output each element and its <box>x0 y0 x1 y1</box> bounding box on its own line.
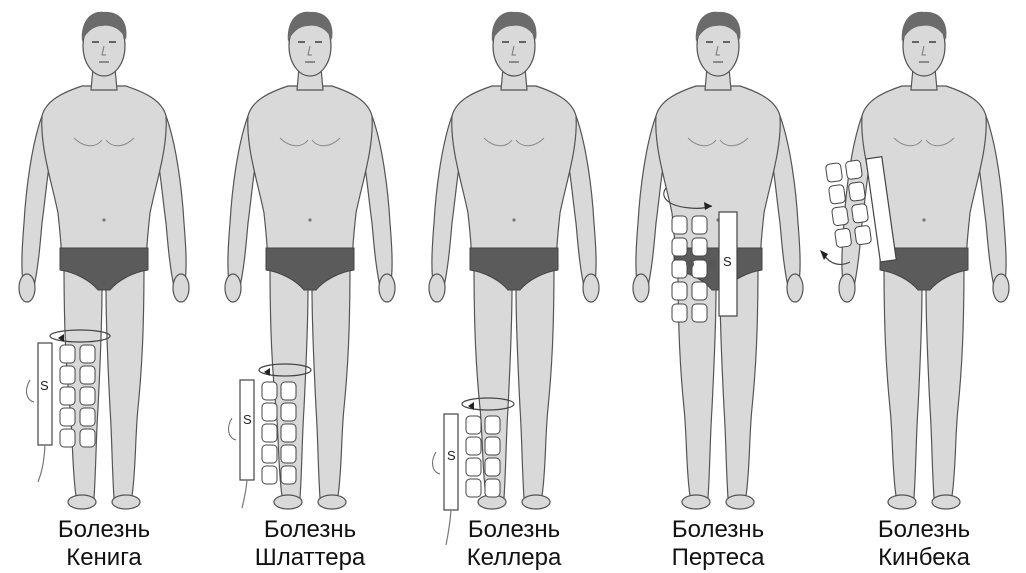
figure-schlatter: S <box>225 12 395 509</box>
caption-line2: Пертеса <box>618 544 818 572</box>
caption-line1: Болезнь <box>618 516 818 544</box>
caption-kienbock: Болезнь Кинбека <box>824 516 1024 572</box>
device-label: S <box>40 378 49 393</box>
figure-kienbock <box>820 12 1009 509</box>
device-label: S <box>723 254 732 269</box>
device-label: S <box>447 448 456 463</box>
caption-line1: Болезнь <box>4 516 204 544</box>
caption-line1: Болезнь <box>414 516 614 544</box>
caption-line2: Шлаттера <box>210 544 410 572</box>
caption-schlatter: Болезнь Шлаттера <box>210 516 410 572</box>
caption-perthes: Болезнь Пертеса <box>618 516 818 572</box>
figure-koenig: S <box>19 12 189 509</box>
caption-line1: Болезнь <box>824 516 1024 544</box>
figure-perthes: S <box>633 12 803 509</box>
device-label: S <box>243 412 252 427</box>
caption-line1: Болезнь <box>210 516 410 544</box>
caption-line2: Келлера <box>414 544 614 572</box>
caption-koenig: Болезнь Кенига <box>4 516 204 572</box>
electrode-device-perthes: S <box>672 212 737 322</box>
caption-line2: Кенига <box>4 544 204 572</box>
figure-keller: S <box>429 12 599 545</box>
caption-line2: Кинбека <box>824 544 1024 572</box>
caption-keller: Болезнь Келлера <box>414 516 614 572</box>
